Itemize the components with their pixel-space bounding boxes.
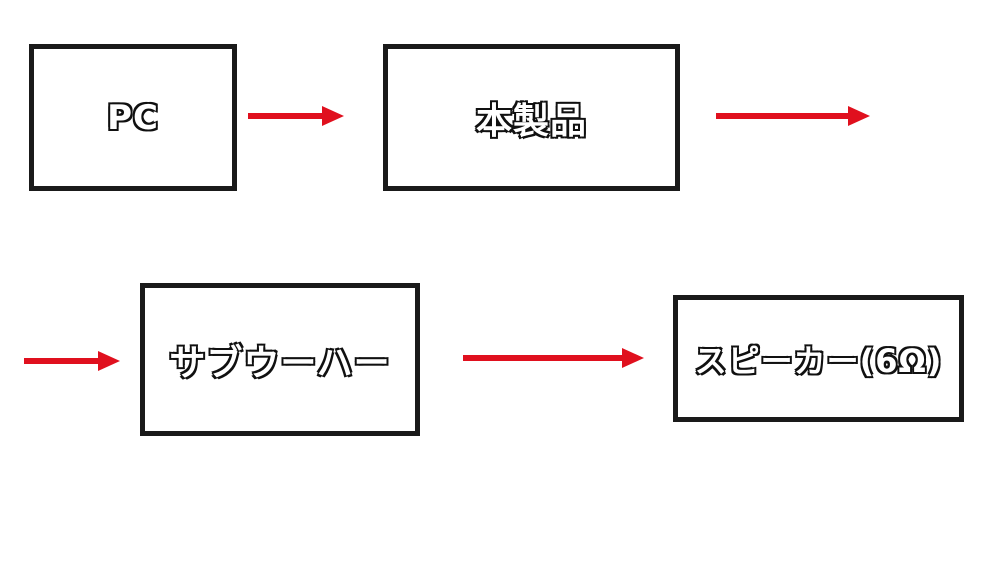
arrow-pc-to-product xyxy=(248,106,344,126)
arrow-into-subwoofer xyxy=(24,351,120,371)
node-subwoofer: サブウーハー xyxy=(140,283,420,436)
node-product: 本製品 xyxy=(383,44,680,191)
node-pc: PC xyxy=(29,44,237,191)
node-product-label: 本製品 xyxy=(475,100,587,143)
arrow-subwoofer-to-speaker xyxy=(463,348,644,368)
arrow-product-out xyxy=(716,106,870,126)
node-speaker-label: スピーカー(6Ω) xyxy=(694,341,943,381)
node-speaker: スピーカー(6Ω) xyxy=(673,295,964,422)
node-subwoofer-label: サブウーハー xyxy=(168,342,391,385)
node-pc-label: PC xyxy=(106,97,159,139)
